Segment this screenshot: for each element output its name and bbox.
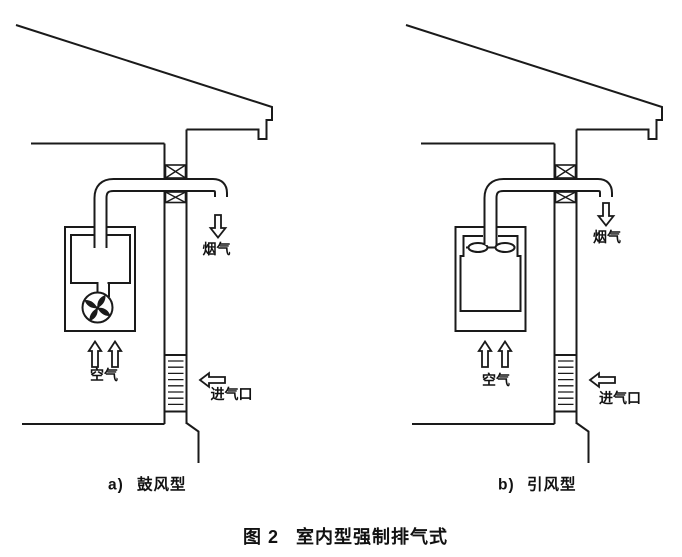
flue-gas-label: 烟气 <box>203 241 231 257</box>
inlet-arrow-icon <box>198 371 226 389</box>
panel-b-caption: 引风型 <box>527 476 577 494</box>
air-arrow-icon <box>477 339 493 368</box>
figure-name: 室内型强制排气式 <box>296 526 448 547</box>
flue-gas-arrow-icon <box>208 214 228 239</box>
panel-a: 烟气 空气 进气口 a) 鼓风型 <box>15 24 273 494</box>
appliance-a-fan-duct-opening <box>98 281 108 297</box>
flue-pipe-b-bore <box>485 180 611 245</box>
figure-title: 图 2 室内型强制排气式 <box>243 526 448 547</box>
inlet-label: 进气口 <box>599 390 641 406</box>
panel-a-caption-letter: a) <box>108 477 124 494</box>
figure-number: 图 2 <box>243 527 279 547</box>
flue-gas-label: 烟气 <box>593 229 621 245</box>
panel-b: 烟气 空气 进气口 b) 引风型 <box>405 24 663 494</box>
air-label: 空气 <box>90 367 118 383</box>
air-label: 空气 <box>482 372 510 388</box>
flue-gas-arrow-icon <box>596 202 616 227</box>
air-arrow-icon <box>497 339 513 368</box>
appliance-b-combustion-chamber <box>459 235 522 312</box>
inlet-arrow-icon <box>588 371 616 389</box>
blower-fan-icon <box>84 295 111 321</box>
flue-pipe-a-outline <box>93 178 228 248</box>
air-arrow-icon <box>107 339 123 368</box>
panel-a-caption: 鼓风型 <box>137 475 187 494</box>
induced-fan-icon <box>467 242 516 253</box>
inlet-label: 进气口 <box>211 386 253 402</box>
flue-pipe-a-bore <box>95 180 226 248</box>
air-arrow-icon <box>87 339 103 368</box>
panel-b-caption-letter: b) <box>498 477 515 494</box>
